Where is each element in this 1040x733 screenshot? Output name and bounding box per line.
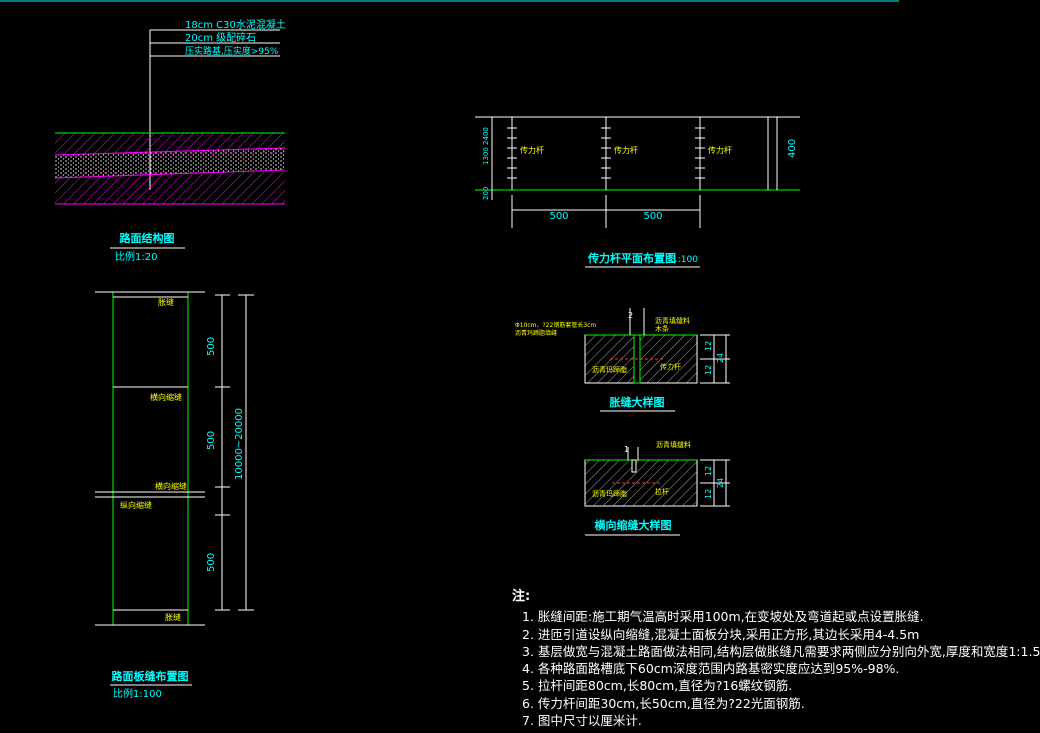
layout-plan-title: 路面板缝布置图 bbox=[112, 669, 189, 683]
note-item-2: 2. 进匝引道设纵向缩缝,混凝土面板分块,采用正方形,其边长采用4-4.5m bbox=[522, 626, 920, 642]
con-label-top: 沥青填缝料 bbox=[656, 440, 691, 449]
exp-dim-right-1: 12 bbox=[704, 341, 713, 351]
expansion-bottom-label: 胀缝 bbox=[165, 612, 181, 622]
exp-dim-right-total: 24 bbox=[716, 353, 725, 363]
dim-right: 400 bbox=[787, 139, 798, 158]
dowel-plan-scale: 1:100 bbox=[672, 255, 698, 265]
expansion-top-label: 胀缝 bbox=[158, 297, 174, 307]
note-item-7: 7. 图中尺寸以厘米计. bbox=[522, 713, 642, 729]
layer3-label: 压实路基,压实度>95% bbox=[185, 45, 279, 57]
exp-label-bottom-right: 传力杆 bbox=[660, 362, 681, 371]
dowel-label-1: 传力杆 bbox=[520, 145, 544, 155]
layout-plan-scale: 比例1:100 bbox=[113, 687, 162, 700]
exp-note-left2: 沥青玛蹄脂填缝 bbox=[515, 329, 557, 337]
contraction-detail: 1 沥青填缝料 沥青玛蹄脂 拉杆 12 12 24 横向缩缝大样图 bbox=[584, 440, 730, 536]
con-label-bottom-left: 沥青玛蹄脂 bbox=[592, 489, 627, 498]
dim-bottom-2: 500 bbox=[643, 211, 662, 222]
layout-dim-1: 500 bbox=[206, 337, 217, 356]
con-dim-right-2: 12 bbox=[704, 489, 713, 499]
contraction-groove bbox=[631, 459, 637, 473]
expansion-detail: 2 Φ10cm、?22钢筋套管长3cm 沥青玛蹄脂填缝 沥青填缝料 木条 沥青玛… bbox=[515, 308, 730, 412]
longitudinal-joint-label: 纵向缩缝 bbox=[120, 500, 152, 510]
exp-note-left: Φ10cm、?22钢筋套管长3cm bbox=[515, 321, 596, 329]
con-dim-small: 1 bbox=[624, 445, 629, 454]
dowel-plan-title: 传力杆平面布置图 bbox=[587, 251, 676, 265]
con-dim-right-total: 24 bbox=[716, 478, 725, 488]
subgrade-layer bbox=[55, 172, 285, 204]
dowel-plan: 传力杆 传力杆 传力杆 1300 2400 200 500 500 400 传力… bbox=[475, 116, 800, 268]
dowel-label-3: 传力杆 bbox=[708, 145, 732, 155]
layout-dim-2: 500 bbox=[206, 431, 217, 450]
notes-block: 注: 1. 胀缝间距:施工期气温高时采用100m,在变坡处及弯道起或点设置胀缝.… bbox=[512, 588, 1040, 729]
cad-drawing: 18cm C30水泥混凝土 20cm 级配碎石 压实路基,压实度>95% 路面结… bbox=[0, 0, 899, 700]
note-item-4: 4. 各种路面路槽底下60cm深度范围内路基密实度应达到95%-98%. bbox=[522, 661, 900, 677]
notes-heading: 注: bbox=[512, 589, 531, 604]
gravel-layer bbox=[55, 148, 285, 178]
dim-bottom-1: 500 bbox=[549, 211, 568, 222]
pavement-structure: 18cm C30水泥混凝土 20cm 级配碎石 压实路基,压实度>95% 路面结… bbox=[54, 18, 286, 263]
pavement-title: 路面结构图 bbox=[120, 231, 175, 245]
dim-left-top: 1300 2400 bbox=[482, 127, 490, 165]
exp-dim-small: 2 bbox=[628, 311, 633, 320]
layout-plan: 胀缝 横向缩缝 横向缩缝 纵向缩缝 胀缝 500 500 500 10000~2… bbox=[95, 291, 254, 700]
exp-label-top: 沥青填缝料 bbox=[655, 316, 690, 325]
dowel-label-2: 传力杆 bbox=[614, 145, 638, 155]
transverse-joint-label-2: 横向缩缝 bbox=[155, 481, 187, 491]
dim-left-bottom: 200 bbox=[482, 187, 490, 200]
pavement-scale: 比例1:20 bbox=[115, 250, 157, 263]
contraction-title: 横向缩缝大样图 bbox=[595, 518, 672, 532]
transverse-joint-label-1: 横向缩缝 bbox=[150, 392, 182, 402]
layer2-label: 20cm 级配碎石 bbox=[185, 31, 256, 44]
layout-dim-3: 500 bbox=[206, 553, 217, 572]
note-item-1: 1. 胀缝间距:施工期气温高时采用100m,在变坡处及弯道起或点设置胀缝. bbox=[522, 609, 924, 625]
con-dim-right-1: 12 bbox=[704, 466, 713, 476]
layer1-label: 18cm C30水泥混凝土 bbox=[185, 18, 286, 31]
con-label-bottom-right: 拉杆 bbox=[655, 487, 669, 496]
exp-label-bottom-left: 沥青玛蹄脂 bbox=[592, 365, 627, 374]
exp-dim-right-2: 12 bbox=[704, 365, 713, 375]
note-item-6: 6. 传力杆间距30cm,长50cm,直径为?22光面钢筋. bbox=[522, 695, 805, 711]
note-item-5: 5. 拉杆间距80cm,长80cm,直径为?16螺纹钢筋. bbox=[522, 678, 793, 694]
expansion-title: 胀缝大样图 bbox=[610, 395, 665, 409]
layout-dim-total: 10000~20000 bbox=[234, 408, 245, 480]
note-item-3: 3. 基层做宽与混凝土路面做法相同,结构层做胀缝凡需要求两侧应分别向外宽,厚度和… bbox=[522, 643, 1040, 659]
exp-label-top2: 木条 bbox=[655, 324, 669, 333]
